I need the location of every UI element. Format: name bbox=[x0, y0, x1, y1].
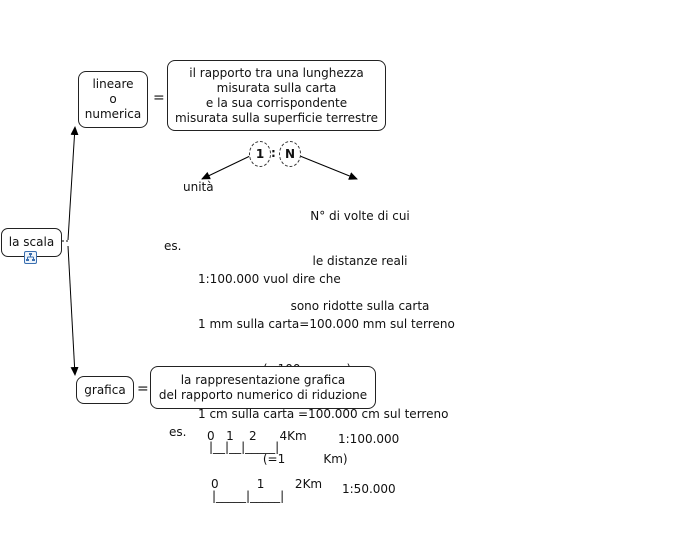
arrow-to-unita bbox=[201, 155, 251, 180]
definition-line-2: misurata sulla carta bbox=[216, 80, 337, 95]
lineare-line-2: o bbox=[109, 92, 117, 106]
scale-bar-2-ratio: 1:50.000 bbox=[342, 482, 396, 496]
arrow-to-lineare bbox=[67, 126, 79, 241]
scale-bar-2: |_____|_____| bbox=[212, 489, 285, 503]
n-description: N° di volte di cui le distanze reali son… bbox=[280, 179, 440, 329]
grafica-label: grafica bbox=[84, 382, 126, 397]
ratio-denominator-n[interactable]: N bbox=[279, 141, 301, 167]
scale-bar-2-labels: 0 1 2Km bbox=[211, 477, 323, 491]
n-desc-line-1: N° di volte di cui bbox=[310, 209, 410, 223]
n-desc-line-2: le distanze reali bbox=[312, 254, 408, 268]
example-graphic-es: es. bbox=[169, 425, 187, 439]
node-lineare-numerica[interactable]: lineare o numerica bbox=[78, 71, 148, 128]
unita-label: unità bbox=[183, 180, 214, 194]
definition-line-1: il rapporto tra una lunghezza bbox=[189, 65, 364, 80]
lineare-line-1: lineare bbox=[92, 77, 134, 91]
map-icon[interactable] bbox=[24, 251, 37, 264]
scale-bar-1-labels: 0 1 2 4Km bbox=[207, 429, 307, 443]
example-numeric-es: es. bbox=[164, 239, 182, 253]
ratio-numerator-1[interactable]: 1 bbox=[249, 141, 271, 167]
scale-bar-1-ratio: 1:100.000 bbox=[338, 432, 400, 446]
equals-sign-top: = bbox=[153, 90, 165, 106]
grafica-def-line-1: la rappresentazione grafica bbox=[180, 372, 346, 387]
node-definition-rapporto[interactable]: il rapporto tra una lunghezza misurata s… bbox=[167, 60, 386, 131]
ratio-separator: : bbox=[271, 146, 276, 160]
example-line-4: 1 cm sulla carta =100.000 cm sul terreno bbox=[198, 407, 449, 421]
definition-line-4: misurata sulla superficie terrestre bbox=[174, 110, 379, 125]
n-desc-line-3: sono ridotte sulla carta bbox=[290, 299, 430, 313]
arrow-to-grafica bbox=[67, 245, 79, 376]
example-line-2: 1 mm sulla carta=100.000 mm sul terreno bbox=[198, 317, 455, 331]
example-line-5: (=1 Km) bbox=[198, 452, 348, 466]
example-line-1: 1:100.000 vuol dire che bbox=[198, 272, 341, 286]
node-grafica-definition[interactable]: la rappresentazione grafica del rapporto… bbox=[150, 366, 376, 409]
hierarchy-icon bbox=[26, 253, 35, 261]
lineare-line-3: numerica bbox=[84, 107, 142, 121]
definition-line-3: e la sua corrispondente bbox=[205, 95, 348, 110]
node-grafica[interactable]: grafica bbox=[76, 376, 134, 404]
equals-sign-bottom: = bbox=[137, 381, 149, 397]
grafica-def-line-2: del rapporto numerico di riduzione bbox=[158, 387, 368, 402]
root-label: la scala bbox=[8, 235, 55, 249]
arrow-to-n-description bbox=[299, 155, 358, 180]
scale-bar-1: |__|__|_____| bbox=[209, 440, 280, 454]
